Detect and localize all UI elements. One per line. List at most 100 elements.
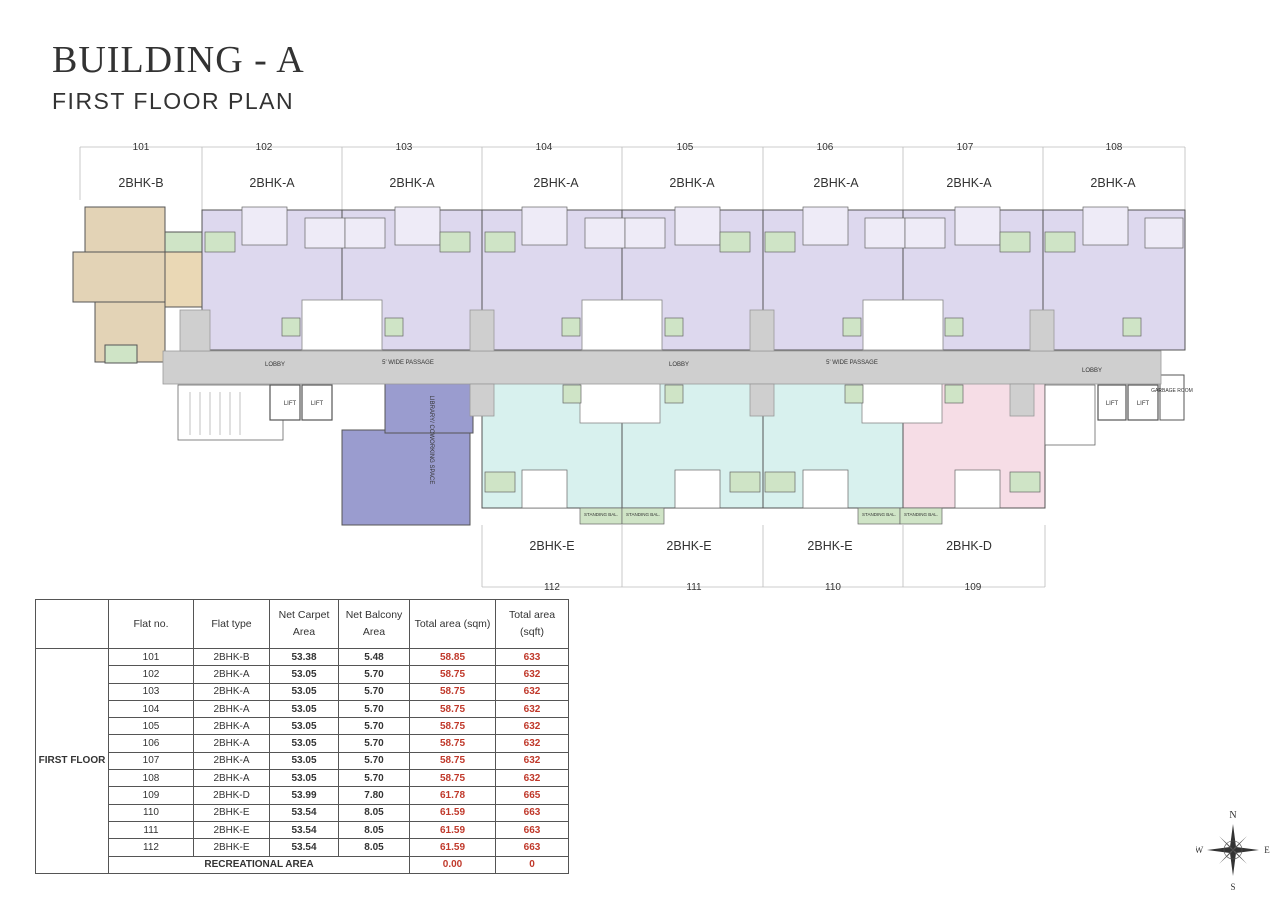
unit-number-105: 105: [677, 142, 694, 153]
unit-type-103: 2BHK-A: [389, 176, 435, 190]
table-cell: 632: [495, 682, 569, 701]
unit-type-109: 2BHK-D: [946, 539, 992, 553]
lift-shaft: [1127, 384, 1159, 421]
page-title: BUILDING - A: [52, 39, 305, 81]
unit-number-106: 106: [817, 142, 834, 153]
unit-type-107: 2BHK-A: [946, 176, 992, 190]
table-cell: 5.70: [338, 769, 410, 788]
unit-number-108: 108: [1106, 142, 1123, 153]
table-cell: 101: [108, 647, 194, 667]
table-cell: 53.99: [269, 786, 339, 805]
table-header-row: Flat no. Flat type Net Carpet Area Net B…: [35, 599, 569, 649]
corridor-extension: [469, 309, 495, 352]
table-cell: 2BHK-A: [193, 717, 270, 736]
guide-lines: [79, 146, 1186, 588]
table-cell: 110: [108, 803, 194, 822]
lift-shaft: [269, 384, 301, 421]
unit-number-102: 102: [256, 142, 273, 153]
corridor-extension: [1009, 383, 1035, 417]
unit-number-104: 104: [536, 142, 553, 153]
table-cell: 7.80: [338, 786, 410, 805]
duct-void: [861, 377, 943, 424]
table-cell: 2BHK-A: [193, 665, 270, 684]
unit-type-101: 2BHK-B: [118, 176, 163, 190]
duct-void: [579, 377, 661, 424]
standing-balcony-label: STANDING BAL.: [904, 512, 938, 517]
table-header: Flat no.: [108, 599, 194, 649]
table-header-blank: [35, 599, 109, 649]
table-cell: 2BHK-E: [193, 820, 270, 840]
table-cell: 2BHK-A: [193, 751, 270, 771]
table-cell: 2BHK-D: [193, 786, 270, 805]
table-cell: 53.05: [269, 734, 339, 753]
table-cell: 5.70: [338, 751, 410, 771]
table-cell: 53.54: [269, 803, 339, 822]
table-cell: 53.54: [269, 838, 339, 857]
unit-101-living: [164, 251, 203, 308]
library-space-lower: [341, 429, 471, 526]
unit-101-balcony: [164, 231, 203, 253]
table-cell: 53.05: [269, 751, 339, 771]
table-cell: 633: [495, 647, 569, 667]
table-cell: 107: [108, 751, 194, 771]
table-cell: 53.05: [269, 665, 339, 684]
duct-void: [581, 299, 663, 351]
top-units: [72, 206, 1186, 364]
table-cell: 632: [495, 734, 569, 753]
lift-label: LIFT: [311, 401, 324, 407]
garbage-room-label: GARBAGE ROOM: [1151, 388, 1193, 394]
corridor-extension: [1029, 309, 1055, 352]
table-cell: 2BHK-A: [193, 682, 270, 701]
table-cell: 53.05: [269, 699, 339, 719]
standing-balcony-label: STANDING BAL.: [862, 512, 896, 517]
table-cell: 61.78: [409, 786, 496, 805]
table-header: Net Carpet Area: [269, 599, 339, 649]
table-cell: 58.85: [409, 647, 496, 667]
unit-number-109: 109: [965, 582, 982, 593]
table-cell: 104: [108, 699, 194, 719]
floor-plan: 101 102 103 104 105 106 107 108 2BHK-B 2…: [72, 142, 1193, 593]
table-cell: 632: [495, 769, 569, 788]
unit-type-105: 2BHK-A: [669, 176, 715, 190]
table-cell: 632: [495, 717, 569, 736]
table-cell: 103: [108, 682, 194, 701]
table-cell: 108: [108, 769, 194, 788]
standing-balcony-label: STANDING BAL.: [584, 512, 618, 517]
unit-type-111: 2BHK-E: [666, 539, 711, 553]
unit-101-room-2: [72, 251, 166, 303]
recreational-label: RECREATIONAL AREA: [108, 855, 410, 874]
compass-rose-icon: N S E W: [1196, 810, 1270, 892]
table-header: Total area (sqft): [495, 599, 569, 649]
unit-number-111: 111: [686, 582, 702, 593]
table-header: Net Balcony Area: [338, 599, 410, 649]
table-cell: 58.75: [409, 665, 496, 684]
bottom-units: [177, 374, 1185, 526]
table-header: Flat type: [193, 599, 270, 649]
unit-type-110: 2BHK-E: [807, 539, 852, 553]
staircase: [177, 384, 284, 441]
unit-number-112: 112: [544, 582, 560, 593]
table-cell: 109: [108, 786, 194, 805]
unit-number-110: 110: [825, 582, 841, 593]
table-cell: 5.70: [338, 665, 410, 684]
table-cell: 106: [108, 734, 194, 753]
unit-type-102: 2BHK-A: [249, 176, 295, 190]
unit-type-104: 2BHK-A: [533, 176, 579, 190]
lift-label: LIFT: [1137, 401, 1150, 407]
table-cell: 663: [495, 838, 569, 857]
table-cell: 53.05: [269, 682, 339, 701]
table-cell: 5.70: [338, 717, 410, 736]
unit-type-106: 2BHK-A: [813, 176, 859, 190]
unit-101-wc: [104, 344, 138, 364]
corridor-extension: [469, 383, 495, 417]
table-cell: 61.59: [409, 838, 496, 857]
table-cell: 58.75: [409, 699, 496, 719]
lift-label: LIFT: [1106, 401, 1119, 407]
